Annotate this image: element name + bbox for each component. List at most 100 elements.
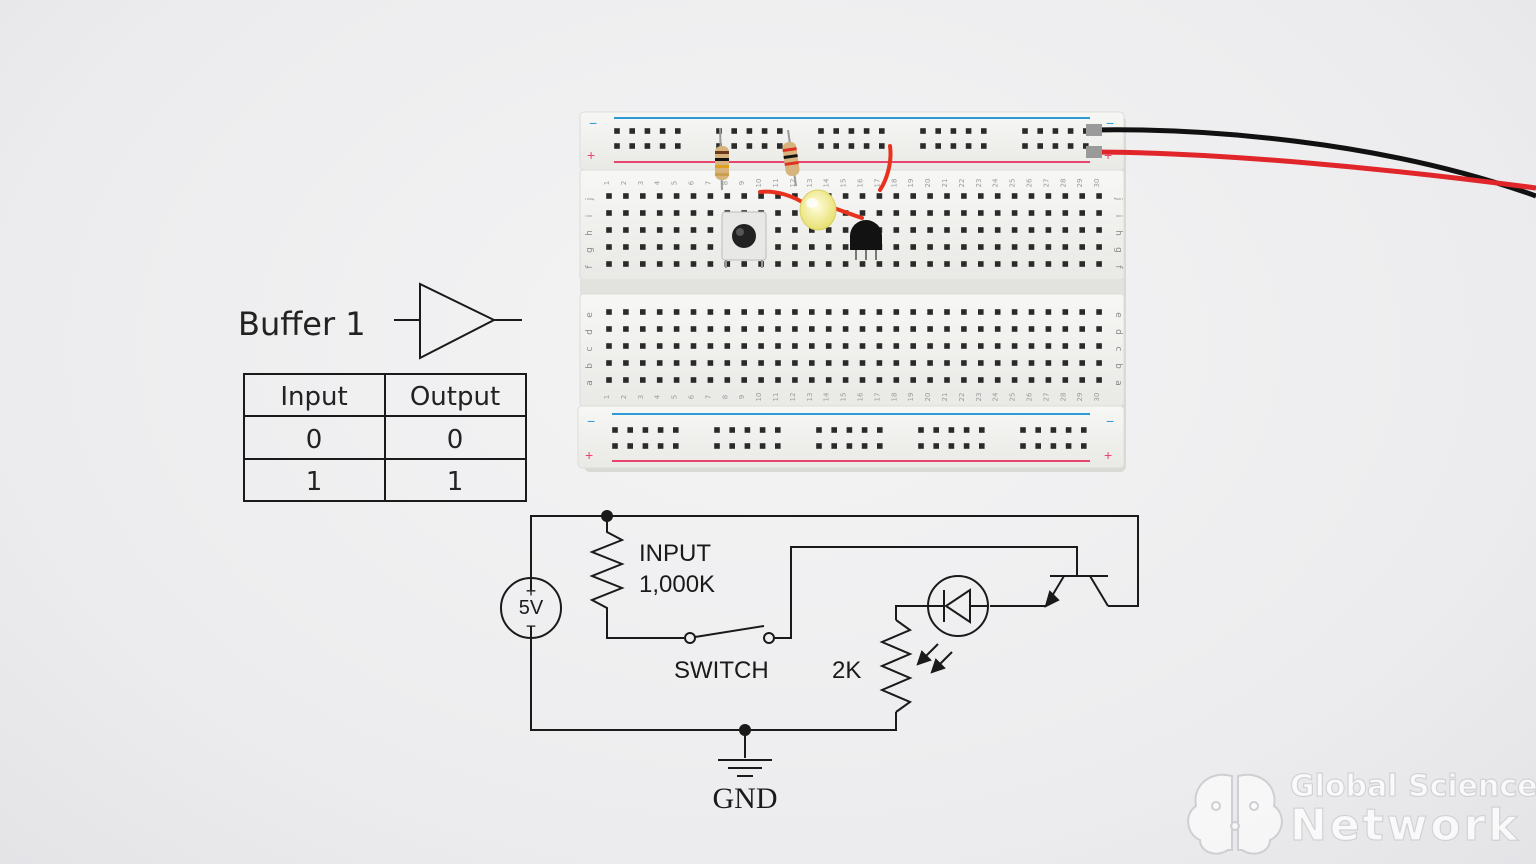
breadboard-hole [673, 227, 680, 233]
breadboard-hole [761, 143, 768, 149]
column-number: 21 [941, 179, 949, 188]
breadboard-hole [1096, 193, 1102, 199]
breadboard-hole [792, 244, 798, 250]
column-number: 28 [1059, 393, 1067, 402]
breadboard-hole [846, 427, 853, 433]
push-button [721, 211, 767, 268]
column-number: 26 [1026, 178, 1034, 187]
jumper-wire-top [878, 144, 893, 192]
breadboard-hole [859, 261, 866, 267]
breadboard-hole [863, 143, 870, 149]
breadboard-hole [1062, 377, 1069, 383]
breadboard-hole [1011, 377, 1018, 383]
breadboard-hole [978, 309, 984, 315]
breadboard-hole [818, 128, 824, 134]
column-number: 10 [755, 179, 763, 188]
column-number: 6 [688, 180, 696, 185]
breadboard-hole [918, 443, 924, 449]
column-number: 4 [654, 180, 662, 185]
row-letter: h [585, 230, 595, 236]
transistor-arrow [1044, 590, 1060, 608]
bottom-rail-plus-mark: + [585, 447, 593, 463]
breadboard-hole [944, 193, 950, 199]
breadboard-hole [809, 227, 815, 233]
breadboard-hole [640, 377, 646, 383]
breadboard-hole [994, 261, 1001, 267]
breadboard-hole [948, 427, 955, 433]
breadboard-hole [879, 143, 885, 149]
breadboard-hole [825, 326, 832, 332]
breadboard-hole [656, 377, 663, 383]
breadboard-hole [1028, 343, 1035, 349]
breadboard-hole [1045, 377, 1052, 383]
column-number: 9 [738, 395, 746, 399]
breadboard-hole [876, 261, 883, 267]
breadboard-hole [910, 326, 916, 332]
breadboard-hole [657, 427, 664, 433]
breadboard-hole [707, 210, 714, 216]
watermark-line2: Network [1290, 800, 1521, 851]
breadboard-hole [842, 343, 849, 349]
column-number: 11 [772, 393, 780, 402]
breadboard-hole [707, 244, 714, 250]
breadboard-hole [656, 210, 663, 216]
bottom-rail-plus-mark-right: + [1104, 447, 1112, 463]
column-number: 17 [873, 393, 881, 402]
breadboard-hole [731, 143, 737, 149]
breadboard-hole [927, 309, 933, 315]
breadboard-hole [842, 244, 849, 250]
column-number: 18 [890, 179, 898, 188]
breadboard-hole [656, 193, 663, 199]
breadboard-hole [640, 210, 646, 216]
breadboard-hole [950, 143, 957, 149]
breadboard-hole [859, 210, 866, 216]
breadboard-hole [933, 427, 939, 433]
breadboard-hole [825, 309, 832, 315]
breadboard-hole [1011, 360, 1018, 366]
breadboard-hole [910, 360, 916, 366]
breadboard-hole [978, 261, 984, 267]
breadboard-hole [1062, 210, 1069, 216]
column-number: 7 [704, 395, 712, 399]
breadboard-hole [656, 343, 663, 349]
breadboard-hole [606, 193, 612, 199]
breadboard-hole [893, 326, 900, 332]
breadboard-hole [640, 244, 646, 250]
breadboard-hole [978, 227, 984, 233]
breadboard-hole [640, 193, 646, 199]
column-number: 26 [1026, 392, 1034, 401]
column-number: 7 [704, 181, 712, 185]
column-number: 19 [907, 393, 915, 402]
breadboard-hole [690, 343, 697, 349]
breadboard-hole [1079, 244, 1085, 250]
breadboard-hole [1096, 244, 1102, 250]
breadboard-hole [614, 128, 620, 134]
breadboard-hole [809, 360, 815, 366]
table-header-input: Input [280, 382, 347, 412]
breadboard-hole [792, 193, 798, 199]
breadboard-hole [893, 309, 900, 315]
breadboard-hole [1028, 377, 1035, 383]
breadboard-hole [627, 443, 633, 449]
breadboard-hole [629, 128, 635, 134]
breadboard-hole [910, 210, 916, 216]
column-number: 3 [637, 395, 645, 399]
breadboard-hole [673, 309, 680, 315]
column-number: 1 [603, 181, 611, 185]
column-number: 10 [755, 393, 763, 402]
breadboard-hole [792, 343, 798, 349]
column-number: 29 [1076, 179, 1084, 188]
breadboard-hole [673, 244, 680, 250]
breadboard-hole [944, 227, 950, 233]
breadboard-hole [1062, 244, 1069, 250]
watermark: Global Science Network [1187, 768, 1536, 855]
breadboard-hole [673, 377, 680, 383]
breadboard-hole [640, 326, 646, 332]
breadboard-hole [876, 193, 883, 199]
breadboard-hole [994, 227, 1001, 233]
breadboard-hole [1079, 309, 1085, 315]
breadboard-hole [741, 309, 747, 315]
breadboard-hole [920, 143, 926, 149]
breadboard-hole [690, 193, 697, 199]
